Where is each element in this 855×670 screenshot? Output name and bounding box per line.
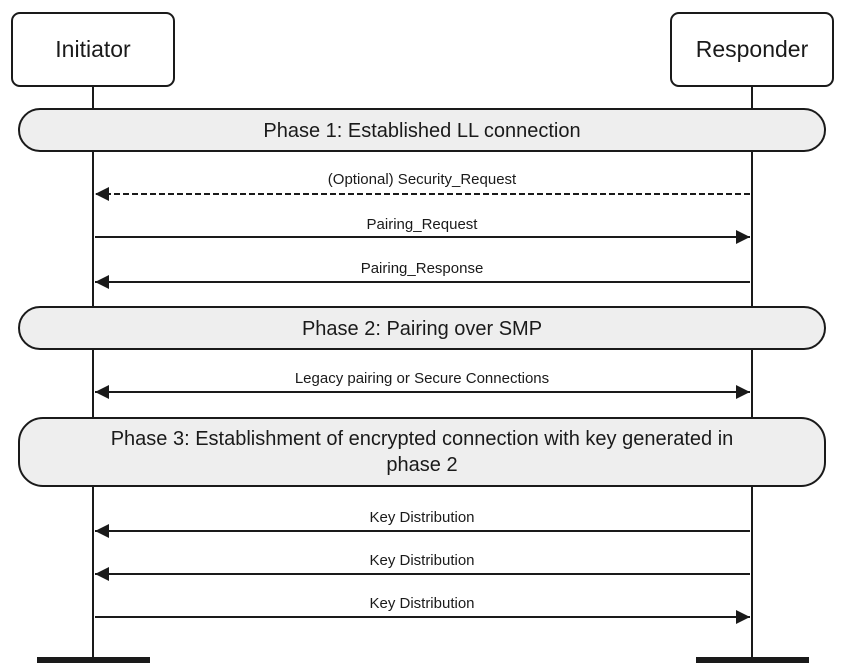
message-pairing-response: Pairing_Response [95,260,750,289]
message-pairing-request: Pairing_Request [95,216,750,244]
initiator-label: Initiator [55,36,131,62]
responder-label: Responder [696,36,809,62]
message-label: Pairing_Request [367,216,479,233]
message-label: Key Distribution [369,595,474,612]
phase-2-banner: Phase 2: Pairing over SMP [18,306,826,350]
message-key-distribution-1: Key Distribution [95,509,750,538]
initiator-box [11,12,175,87]
message-label: Key Distribution [369,509,474,526]
message-key-distribution-3: Key Distribution [95,595,750,624]
responder-actor: Responder [670,12,834,87]
phase-1-banner: Phase 1: Established LL connection [18,108,826,152]
message-legacy-pairing: Legacy pairing or Secure Connections [95,370,750,399]
phase-3-label-line-1: Phase 3: Establishment of encrypted conn… [111,428,734,450]
phase-3-label-line-2: phase 2 [386,454,457,476]
message-label: Key Distribution [369,552,474,569]
initiator-actor: Initiator [11,12,175,87]
message-label: Pairing_Response [361,260,484,277]
responder-end-bar [696,657,809,663]
message-label: Legacy pairing or Secure Connections [295,370,549,387]
phase-1-label: Phase 1: Established LL connection [263,120,580,142]
message-label: (Optional) Security_Request [328,171,517,188]
phase-3-banner: Phase 3: Establishment of encrypted conn… [18,417,826,487]
phase-2-label: Phase 2: Pairing over SMP [302,318,542,340]
responder-box [670,12,834,87]
initiator-end-bar [37,657,150,663]
message-security-request: (Optional) Security_Request [95,171,750,201]
message-key-distribution-2: Key Distribution [95,552,750,581]
